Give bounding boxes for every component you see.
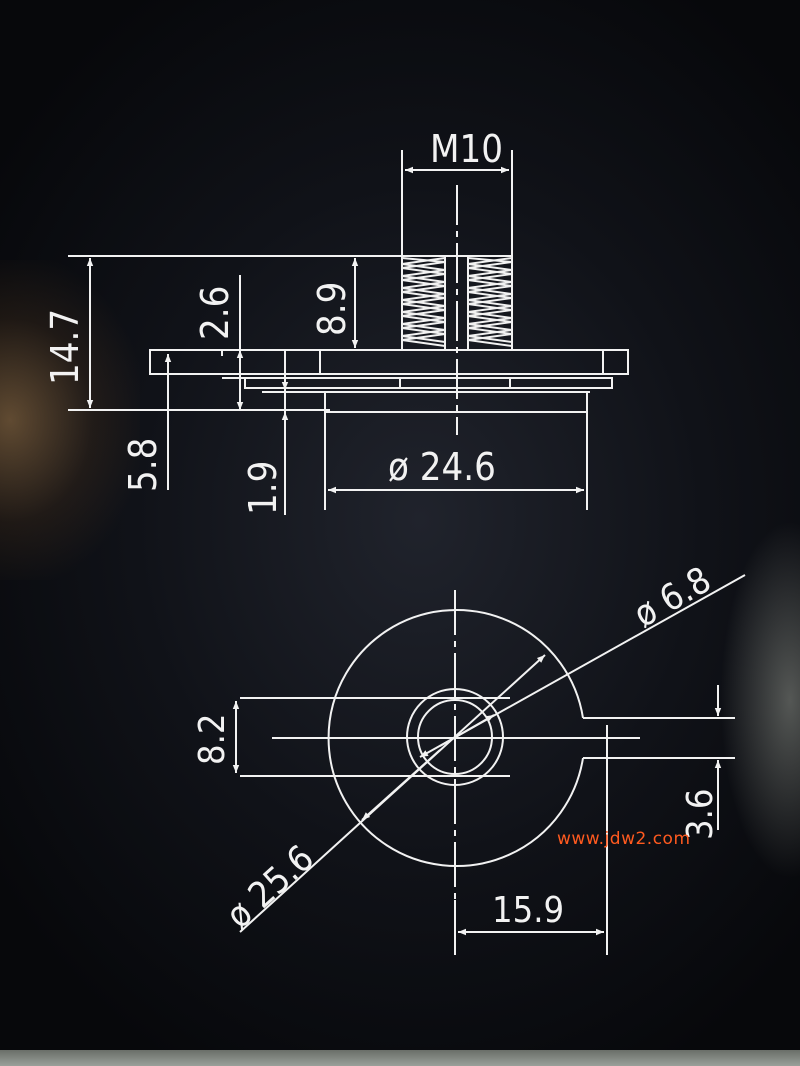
label-8-2: 8.2 — [192, 714, 233, 766]
thread-right — [467, 257, 513, 347]
threaded-stud — [401, 150, 513, 435]
top-view — [232, 574, 746, 955]
watermark-text: www.jdw2.com — [557, 829, 691, 849]
label-24-6: ø 24.6 — [388, 445, 496, 489]
label-5-8: 5.8 — [121, 438, 165, 492]
label-6-8: ø 6.8 — [627, 559, 718, 635]
label-14-7: 14.7 — [43, 309, 87, 385]
label-3-6: 3.6 — [680, 789, 721, 841]
hole-inner — [417, 699, 493, 775]
label-8-9: 8.9 — [310, 282, 354, 336]
plate-body — [149, 349, 629, 413]
label-2-6: 2.6 — [193, 286, 237, 340]
label-25-6: ø 25.6 — [219, 838, 322, 937]
label-m10: M10 — [430, 127, 503, 171]
label-1-9: 1.9 — [241, 461, 285, 515]
screen-glare-left — [0, 260, 140, 580]
thread-left — [401, 257, 446, 347]
label-15-9: 15.9 — [492, 890, 564, 931]
side-view — [68, 150, 629, 515]
monitor-bezel — [0, 1050, 800, 1066]
screen-glare-right — [720, 520, 800, 880]
